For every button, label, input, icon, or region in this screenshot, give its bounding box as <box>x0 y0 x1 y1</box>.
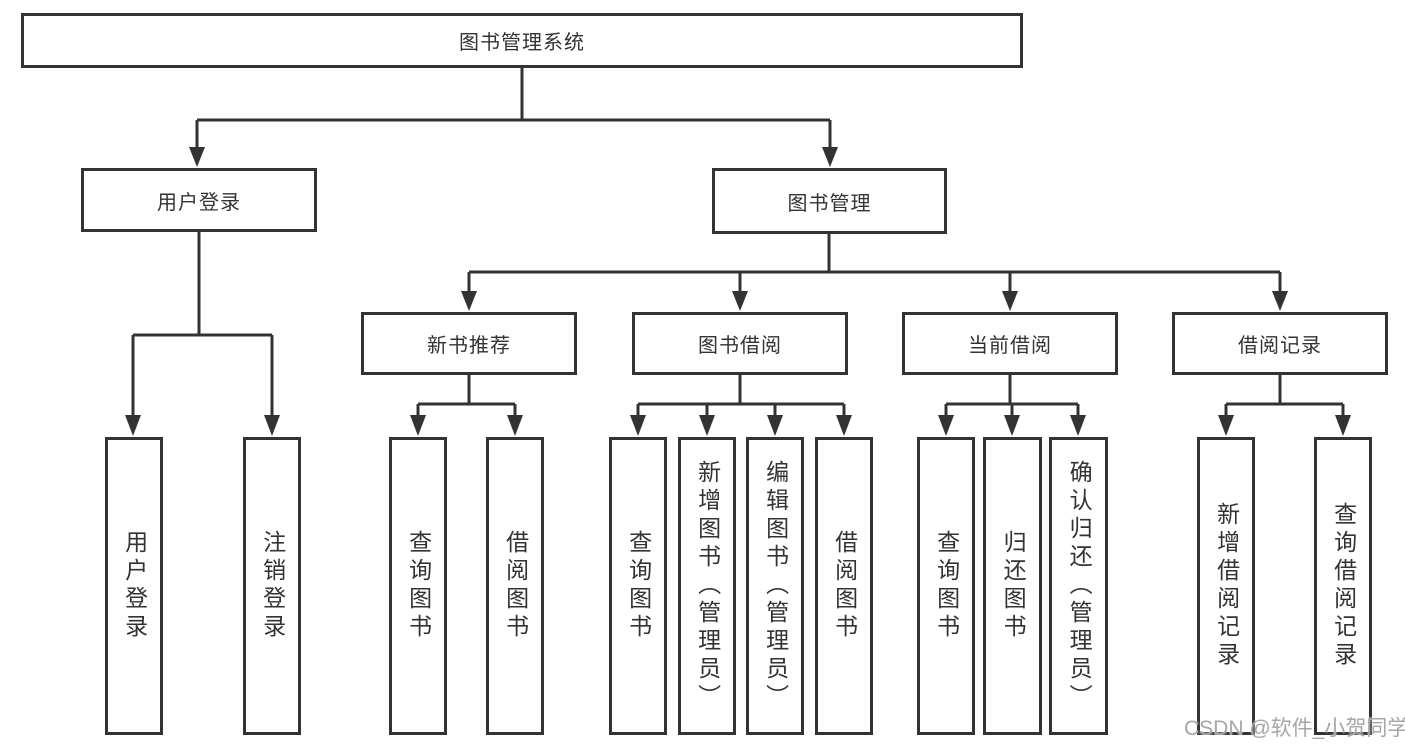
leaf-confirm-return-admin: 确认归还（管理员） <box>1049 437 1108 735</box>
node-root: 图书管理系统 <box>21 13 1023 68</box>
leaf-borrow-books-2-label: 借阅图书 <box>831 530 858 642</box>
node-book-borrow: 图书借阅 <box>632 312 848 375</box>
leaf-user-login-label: 用户登录 <box>121 530 148 642</box>
leaf-edit-book-admin: 编辑图书（管理员） <box>746 437 804 735</box>
leaf-logout-label: 注销登录 <box>259 530 286 642</box>
leaf-borrow-books-2: 借阅图书 <box>815 437 873 735</box>
leaf-return-book: 归还图书 <box>983 437 1042 735</box>
node-book-management: 图书管理 <box>712 168 947 234</box>
leaf-query-borrow-record-label: 查询借阅记录 <box>1330 502 1357 670</box>
node-new-book-recommend: 新书推荐 <box>361 312 577 375</box>
leaf-add-book-admin: 新增图书（管理员） <box>678 437 736 735</box>
leaf-query-books-1-label: 查询图书 <box>405 530 432 642</box>
leaf-add-borrow-record: 新增借阅记录 <box>1197 437 1255 735</box>
watermark: CSDN @软件_小贺同学 <box>1184 717 1405 740</box>
leaf-query-books-2-label: 查询图书 <box>625 530 652 642</box>
leaf-query-books-3: 查询图书 <box>917 437 975 735</box>
leaf-return-book-label: 归还图书 <box>1000 530 1027 642</box>
leaf-borrow-books-1-label: 借阅图书 <box>502 530 529 642</box>
leaf-query-books-1: 查询图书 <box>389 437 447 735</box>
leaf-add-book-admin-label: 新增图书（管理员） <box>694 460 721 712</box>
node-current-borrow: 当前借阅 <box>902 312 1118 375</box>
leaf-user-login: 用户登录 <box>105 437 163 735</box>
leaf-query-borrow-record: 查询借阅记录 <box>1314 437 1372 735</box>
leaf-edit-book-admin-label: 编辑图书（管理员） <box>762 460 789 712</box>
leaf-query-books-2: 查询图书 <box>609 437 667 735</box>
leaf-add-borrow-record-label: 新增借阅记录 <box>1213 502 1240 670</box>
leaf-query-books-3-label: 查询图书 <box>933 530 960 642</box>
node-borrow-records: 借阅记录 <box>1172 312 1388 375</box>
leaf-confirm-return-admin-label: 确认归还（管理员） <box>1066 460 1093 712</box>
leaf-borrow-books-1: 借阅图书 <box>486 437 544 735</box>
node-user-login: 用户登录 <box>81 168 317 232</box>
leaf-logout: 注销登录 <box>243 437 301 735</box>
